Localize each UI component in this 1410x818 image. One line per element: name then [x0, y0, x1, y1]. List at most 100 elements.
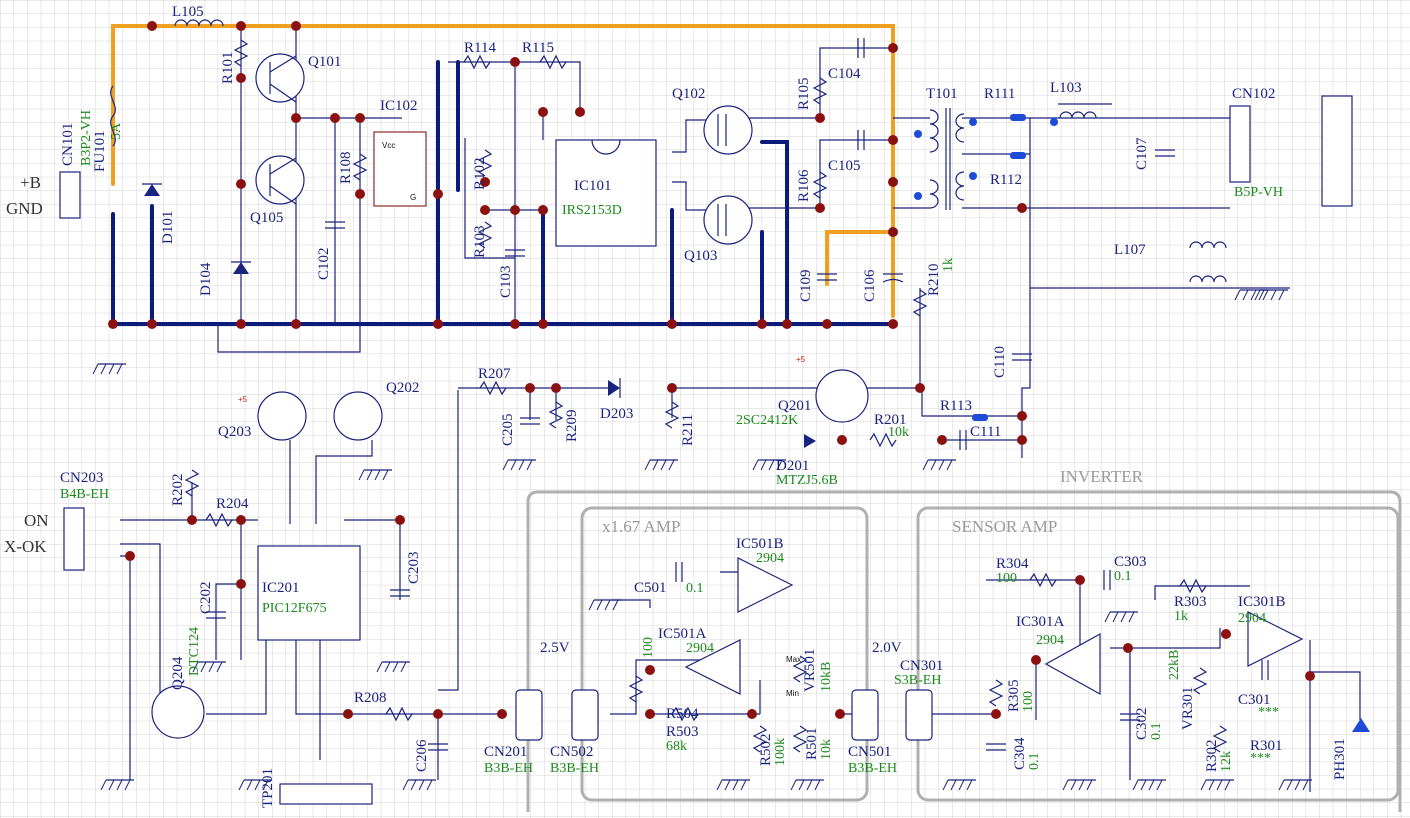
ref-r202: R202	[170, 473, 186, 506]
components	[59, 19, 1370, 805]
resistor-r501	[792, 725, 808, 753]
resistor-r210	[912, 289, 928, 317]
val-r305: 100	[1021, 691, 1036, 712]
ref-vr501: VR501	[802, 649, 818, 692]
fuse-fu101	[110, 85, 116, 147]
ref-d101: D101	[160, 211, 176, 244]
val-ic201: PIC12F675	[262, 601, 327, 616]
val-r301: ***	[1250, 751, 1271, 766]
resistor-r103	[477, 221, 493, 249]
ref-r207: R207	[478, 366, 511, 382]
ref-cn102: CN102	[1232, 86, 1275, 102]
ref-r209: R209	[564, 409, 580, 442]
ref-ic201: IC201	[262, 580, 300, 596]
ref-c102: C102	[316, 247, 332, 280]
ref-c111: C111	[970, 424, 1001, 440]
node-2.5v: 2.5V	[540, 640, 570, 656]
resistor-r108	[352, 153, 368, 181]
ic-ic102	[373, 131, 427, 207]
capacitor-c106	[882, 273, 904, 283]
ref-r204: R204	[216, 496, 249, 512]
val-r501: 10k	[819, 739, 834, 760]
val-c301: ***	[1258, 705, 1279, 720]
ref-l105: L105	[172, 4, 204, 20]
val-ic501a: 2904	[686, 641, 714, 656]
capacitor-c104	[857, 38, 865, 58]
ref-r106: R106	[796, 169, 812, 202]
resistor-r101	[233, 39, 249, 67]
ref-c106: C106	[862, 269, 878, 302]
ref-r301: R301	[1250, 738, 1283, 754]
val-ic101: IRS2153D	[562, 203, 622, 218]
resistor-r304	[1029, 572, 1057, 588]
resistor-r111	[1010, 114, 1026, 121]
connector-tp201	[279, 783, 373, 805]
ref-c203: C203	[406, 551, 422, 584]
amp-block-outline	[580, 506, 869, 802]
diode-d203	[608, 380, 620, 396]
resistor-r113	[972, 414, 988, 421]
ic-ic201	[257, 545, 361, 641]
val-vr501: 10kB	[819, 662, 834, 692]
connector-cn201	[515, 689, 543, 741]
ref-cn203: CN203	[60, 470, 103, 486]
photodiode-ph301	[1352, 718, 1370, 732]
transformer-t101	[929, 108, 965, 210]
diode-d101	[144, 184, 160, 196]
ref-r501: R501	[804, 727, 820, 760]
resistor-r502	[752, 725, 768, 753]
resistor-r204	[205, 512, 233, 528]
transistor-q201	[815, 369, 869, 423]
val-q201: 2SC2412K	[736, 413, 798, 428]
capacitor-c102	[325, 221, 345, 229]
resistor-r106	[812, 171, 828, 199]
vr501-max-label: Max	[786, 655, 801, 664]
ref-ic301a: IC301A	[1016, 614, 1065, 630]
resistor-r302	[1212, 725, 1228, 753]
transistor-q105	[255, 155, 305, 205]
connector-cn502	[571, 689, 599, 741]
capacitor-c501	[675, 562, 683, 582]
node-2.0v: 2.0V	[872, 640, 902, 656]
val-r302: 12k	[1219, 751, 1234, 772]
ref-l107: L107	[1114, 242, 1146, 258]
ref-q102: Q102	[672, 86, 705, 102]
ref-r208: R208	[354, 690, 387, 706]
ref-ic501b: IC501B	[736, 536, 784, 552]
label-x-ok: X-OK	[4, 537, 47, 556]
ref-ic102: IC102	[380, 98, 418, 114]
ref-c303: C303	[1114, 554, 1147, 570]
ref-tp201: TP201	[260, 768, 276, 808]
potentiometer-vr501	[792, 655, 808, 683]
inverter-block-outline	[526, 490, 1402, 812]
polarity-dots	[914, 118, 1058, 200]
resistor-r305	[988, 679, 1004, 707]
ref-r305: R305	[1006, 679, 1022, 712]
ref-c104: C104	[828, 66, 861, 82]
label-plus-b: +B	[20, 173, 41, 192]
val-r503: 68k	[666, 739, 687, 754]
capacitor-c206	[428, 743, 448, 751]
ref-r211: R211	[680, 414, 696, 446]
ref-r210: R210	[926, 263, 942, 296]
ref-r201: R201	[874, 412, 907, 428]
val-cn501: B3B-EH	[848, 761, 897, 776]
capacitor-c302	[1120, 713, 1140, 721]
ref-r102: R102	[472, 157, 488, 190]
capacitor-c203	[390, 589, 410, 597]
ref-q202: Q202	[386, 380, 419, 396]
ref-c501: C501	[634, 580, 667, 596]
resistor-r202	[184, 469, 200, 497]
val-cn101: B3P2-VH	[79, 110, 94, 166]
val-c501: 0.1	[686, 581, 704, 596]
ref-r101: R101	[220, 51, 236, 84]
val-d201: MTZJ5.6B	[776, 473, 838, 488]
val-ic501b: 2904	[756, 551, 784, 566]
power-rail	[111, 24, 895, 318]
ref-c107: C107	[1134, 137, 1150, 170]
junction-dots	[108, 21, 1315, 719]
ref-r302: R302	[1204, 739, 1220, 772]
resistor-r504	[628, 675, 644, 703]
val-ic301a: 2904	[1036, 633, 1064, 648]
